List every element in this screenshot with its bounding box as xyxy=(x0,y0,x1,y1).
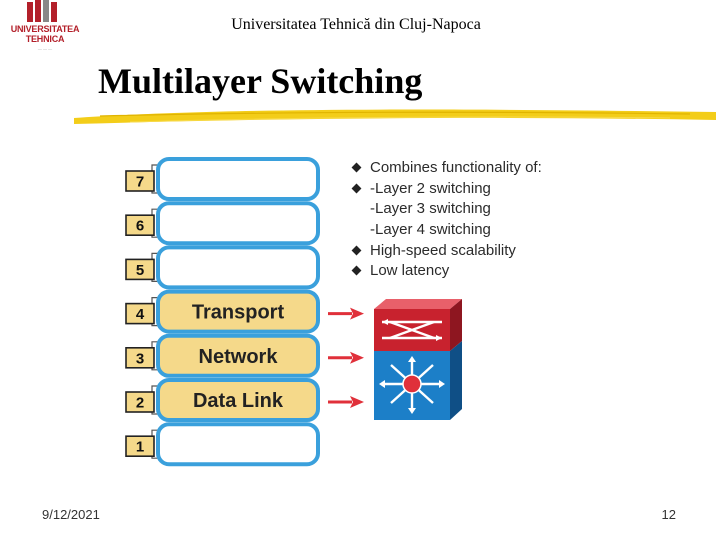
diamond-bullet-icon xyxy=(351,162,362,173)
logo-wordmark: UNIVERSITATEA TEHNICA xyxy=(10,24,80,44)
slide-date: 9/12/2021 xyxy=(42,507,100,522)
logo-emblem-icon xyxy=(27,0,57,22)
diamond-bullet-icon xyxy=(351,183,362,194)
osi-layer-name: Transport xyxy=(192,302,285,324)
osi-layer-number: 3 xyxy=(136,350,144,367)
diamond-bullet-icon xyxy=(351,265,362,276)
diamond-bullet-icon xyxy=(351,245,362,256)
osi-layer-6: 6 xyxy=(125,201,320,246)
osi-layer-5: 5 xyxy=(125,245,320,290)
osi-layer-stack: 7 6 5 4 Transport 3 Network 2 Data Link 1 xyxy=(125,157,364,467)
osi-layer-number: 5 xyxy=(136,262,144,279)
osi-layer-4: 4 Transport xyxy=(125,289,364,334)
title-underline-brush xyxy=(74,109,716,124)
osi-layer-name: Network xyxy=(199,346,279,368)
osi-layer-number: 1 xyxy=(136,439,144,456)
osi-layer-1: 1 xyxy=(125,422,320,467)
bullet-item: -Layer 4 switching xyxy=(352,220,542,241)
bullet-item: -Layer 3 switching xyxy=(352,199,542,220)
bullet-text: -Layer 4 switching xyxy=(370,221,491,239)
osi-layer-3: 3 Network xyxy=(125,333,364,378)
osi-layer-number: 7 xyxy=(136,174,144,191)
bullet-text: Combines functionality of: xyxy=(370,159,542,176)
bullet-item: -Layer 2 switching xyxy=(351,179,542,200)
bullet-text: -Layer 2 switching xyxy=(370,179,491,197)
bullet-text: Low latency xyxy=(370,262,450,280)
osi-layer-number: 6 xyxy=(136,218,144,235)
bullet-text: High-speed scalability xyxy=(370,241,516,259)
osi-layer-2: 2 Data Link xyxy=(125,378,364,422)
feature-bullet-list: Combines functionality of: -Layer 2 switc… xyxy=(351,158,542,282)
slide-title: Multilayer Switching xyxy=(98,61,423,101)
bullet-text: -Layer 3 switching xyxy=(370,200,491,218)
osi-layer-7: 7 xyxy=(125,157,320,201)
bullet-item: Combines functionality of: xyxy=(351,158,542,179)
osi-layer-name: Data Link xyxy=(193,390,284,412)
osi-layer-number: 4 xyxy=(136,306,145,323)
institution-header: Universitatea Tehnică din Cluj-Napoca xyxy=(231,16,481,33)
osi-layer-number: 2 xyxy=(136,395,144,412)
logo-subline: — — — xyxy=(37,46,53,51)
slide-page-number: 12 xyxy=(661,507,676,522)
bullet-item: High-speed scalability xyxy=(351,241,542,262)
university-logo: UNIVERSITATEA TEHNICA — — — xyxy=(0,0,90,58)
bullet-item: Low latency xyxy=(351,261,542,282)
multilayer-switch-icon xyxy=(374,299,462,420)
